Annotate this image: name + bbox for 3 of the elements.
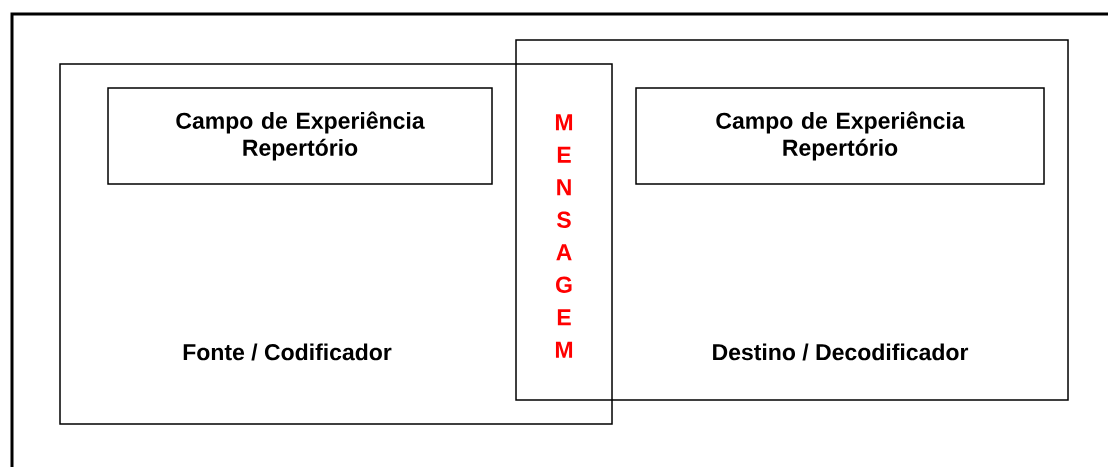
text-box: Campo de Experiência Repertório bbox=[107, 87, 493, 185]
text-box: Campo de Experiência Repertório bbox=[635, 87, 1045, 185]
vertical-label: MENSAGEM bbox=[555, 114, 573, 358]
